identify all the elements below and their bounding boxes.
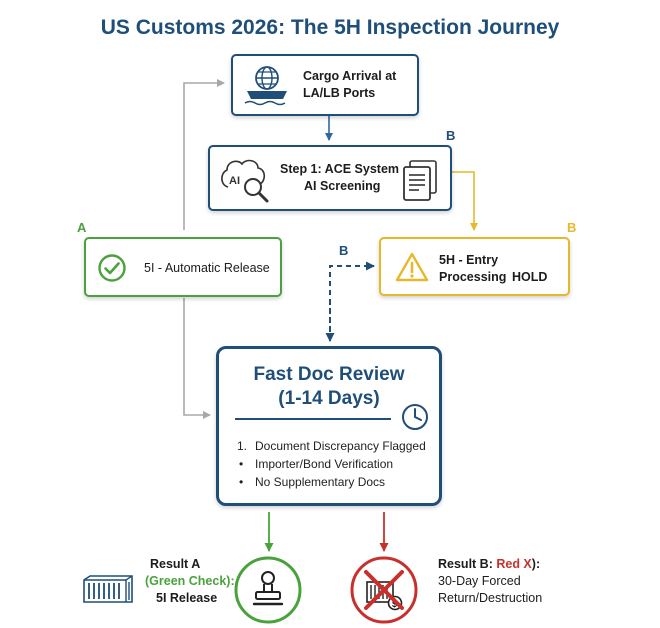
documents-icon	[403, 160, 437, 201]
result-b-prefix: Result B:	[438, 557, 497, 571]
node-fast-doc-review: Fast Doc Review (1-14 Days) 1. Document …	[216, 346, 442, 506]
review-item-3-text: No Supplementary Docs	[255, 475, 386, 489]
review-title-line1: Fast Doc Review	[253, 364, 405, 385]
arrow-ace-to-hold	[452, 171, 478, 231]
cargo-arrival-line2: LA/LB Ports	[303, 86, 376, 100]
review-item-2-text: Importer/Bond Verification	[255, 457, 394, 471]
arrow-release-to-arrival	[183, 79, 225, 230]
result-b-line3: Return/Destruction	[438, 591, 543, 605]
result-a-line1: Result A	[150, 557, 201, 571]
branch-label-ace-b: B	[446, 128, 456, 143]
result-b-suffix: ):	[531, 557, 541, 571]
result-b-red-x: Red X	[496, 557, 532, 571]
arrow-release-to-review	[183, 298, 211, 419]
page-title: US Customs 2026: The 5H Inspection Journ…	[100, 16, 560, 39]
result-a-line3: 5I Release	[156, 591, 218, 605]
result-b-line2: 30-Day Forced	[438, 574, 521, 588]
ace-line2: AI Screening	[304, 179, 381, 193]
clock-icon	[402, 404, 428, 430]
review-item-3-marker: •	[239, 475, 244, 489]
branch-label-hold-b: B	[567, 220, 577, 235]
release-label: 5I - Automatic Release	[144, 261, 270, 275]
approval-stamp-icon	[234, 556, 302, 624]
dollar-icon: $	[392, 599, 397, 609]
review-title-line2: (1-14 Days)	[278, 388, 380, 409]
node-ace-screening: AI Step 1: ACE System AI Screening	[208, 145, 452, 211]
branch-label-dashed-b: B	[339, 243, 349, 258]
container-icon	[83, 575, 133, 603]
node-entry-processing-hold: 5H - Entry Processing HOLD	[379, 237, 570, 296]
ship-globe-icon	[244, 66, 287, 106]
review-divider	[235, 418, 391, 420]
ai-brain-magnifier-icon: AI	[221, 159, 269, 203]
arrow-dashed-review-to-hold	[329, 261, 375, 340]
ai-icon-text: AI	[229, 175, 240, 187]
branch-label-release-a: A	[77, 220, 87, 235]
node-cargo-arrival: Cargo Arrival at LA/LB Ports	[231, 54, 419, 116]
result-b-line1: Result B: Red X):	[438, 556, 540, 573]
ace-line1: Step 1: ACE System	[280, 162, 400, 176]
cargo-arrival-line1: Cargo Arrival at	[303, 69, 397, 83]
review-item-2-marker: •	[239, 457, 244, 471]
result-a-line2: (Green Check):	[145, 574, 235, 588]
review-item-1-text: Document Discrepancy Flagged	[255, 439, 426, 453]
check-circle-icon	[98, 254, 126, 282]
warning-triangle-icon	[395, 252, 429, 282]
node-automatic-release: 5I - Automatic Release	[84, 237, 282, 297]
rejected-container-icon: $	[350, 556, 418, 624]
review-item-1-marker: 1.	[237, 439, 248, 453]
hold-line1: 5H - Entry Processing	[439, 253, 507, 284]
hold-line2: HOLD	[512, 270, 548, 284]
